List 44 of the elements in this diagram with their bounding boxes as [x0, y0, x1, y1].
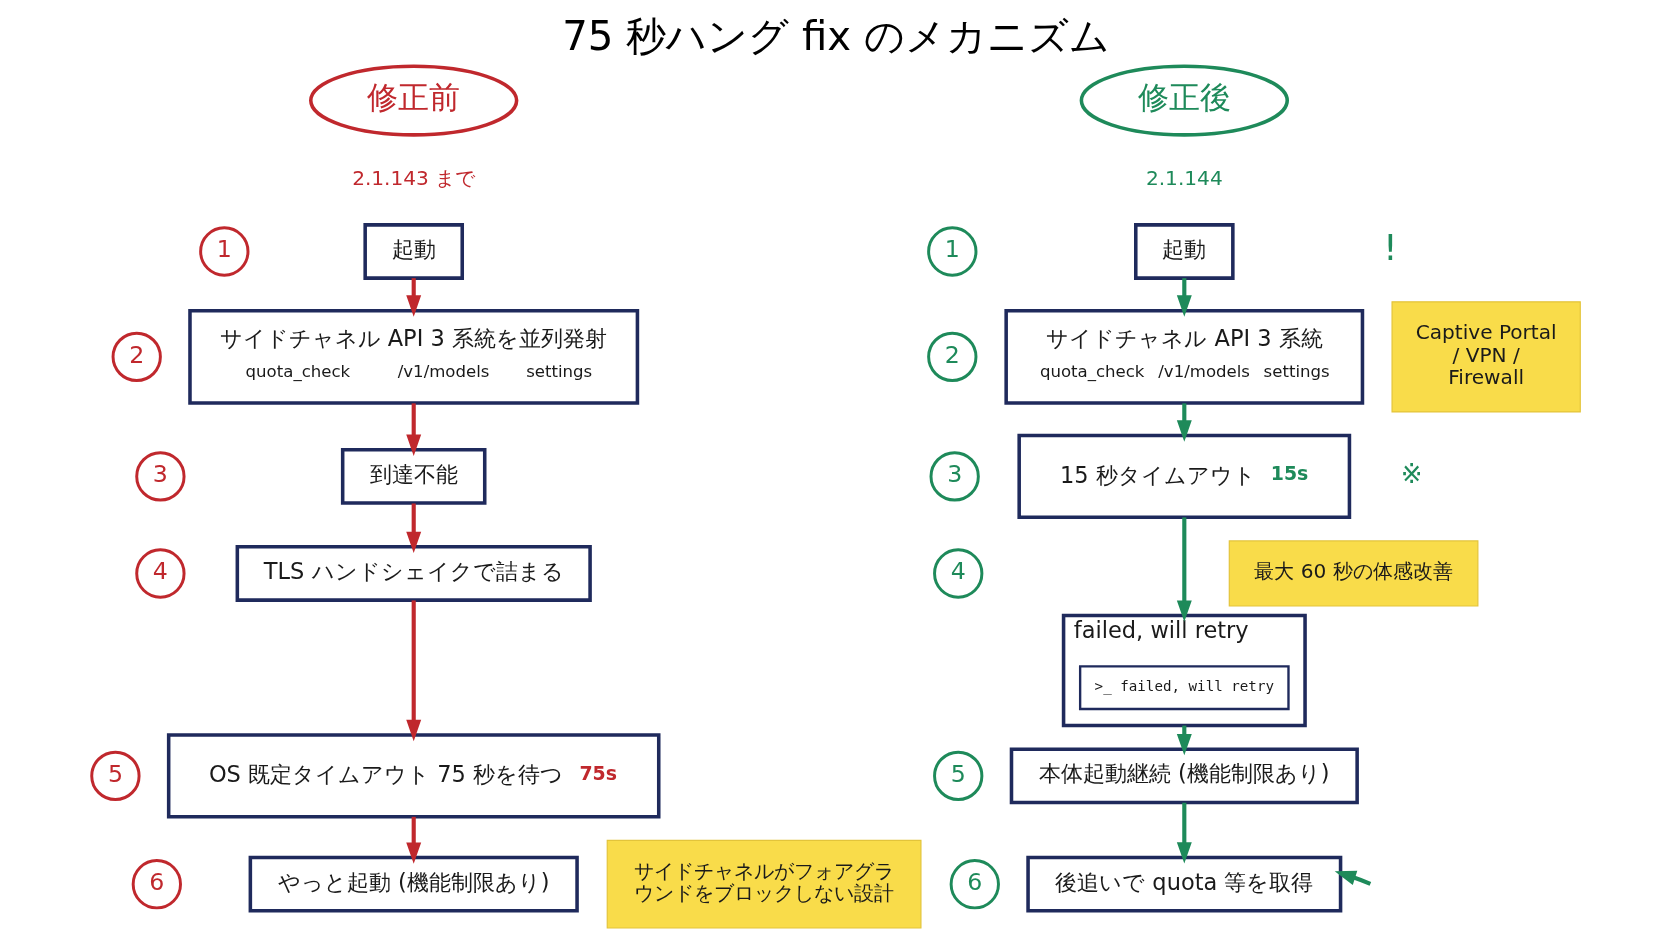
node-box: >_ failed, will retry [1078, 665, 1290, 711]
node-label: 2.1.144 [1145, 165, 1223, 190]
arrow [406, 503, 422, 554]
label: ! [1383, 227, 1398, 269]
node-circle: 4 [135, 548, 186, 599]
arrow [1176, 403, 1192, 442]
arrow [406, 403, 422, 456]
node-circle: 5 [933, 750, 984, 802]
diagram-title: 75 秒ハング fix のメカニズム [562, 12, 1110, 59]
node-circle: 4 [933, 548, 984, 599]
node-circle: 1 [199, 226, 250, 277]
node-circle: 1 [927, 226, 978, 277]
arrow [1176, 802, 1192, 864]
arrow [406, 816, 422, 864]
arrow [1176, 517, 1192, 622]
node-box: 起動 [363, 223, 464, 280]
node-box: サイドチャネル API 3 系統 quota_check /v1/models settings [1004, 308, 1365, 405]
node-circle: 6 [949, 859, 1000, 910]
node-box: TLS ハンドシェイクで詰まる [235, 545, 592, 602]
node-box: 起動 [1134, 223, 1235, 280]
node-circle: 3 [929, 451, 980, 502]
node-box: 本体起動継続 (機能制限あり) [1009, 747, 1359, 805]
arrow [406, 600, 422, 742]
node-box: サイドチャネル API 3 系統を並列発射 quota_check /v1/models settings [188, 308, 640, 405]
arrow [1176, 278, 1192, 317]
node-circle: 6 [131, 859, 182, 910]
node-box: 15 秒タイムアウト 15s [1017, 433, 1352, 520]
node-box: Captive Portal / VPN / Firewall [1391, 301, 1581, 413]
node-box: 到達不能 [340, 448, 487, 505]
node-label: 2.1.143 まで [352, 165, 476, 190]
node-circle: 2 [927, 331, 978, 382]
node-box: 最大 60 秒の体感改善 [1228, 540, 1479, 607]
node-circle: 5 [90, 750, 141, 802]
arrow [1334, 870, 1372, 886]
node-box: サイドチャネルがフォアグラウンドをブロックしない設計 [606, 839, 922, 929]
label: ※ [1400, 459, 1423, 490]
node-box: OS 既定タイムアウト 75 秒を待つ 75s [166, 733, 661, 819]
node-ellipse: 修正前 [309, 64, 519, 137]
node-box: やっと起動 (機能制限あり) [248, 855, 579, 913]
node-circle: 2 [111, 331, 162, 382]
arrow [406, 278, 422, 317]
node-circle: 3 [135, 451, 186, 502]
node-box: 後追いで quota 等を取得 [1026, 855, 1343, 913]
node-ellipse: 修正後 [1079, 64, 1289, 137]
